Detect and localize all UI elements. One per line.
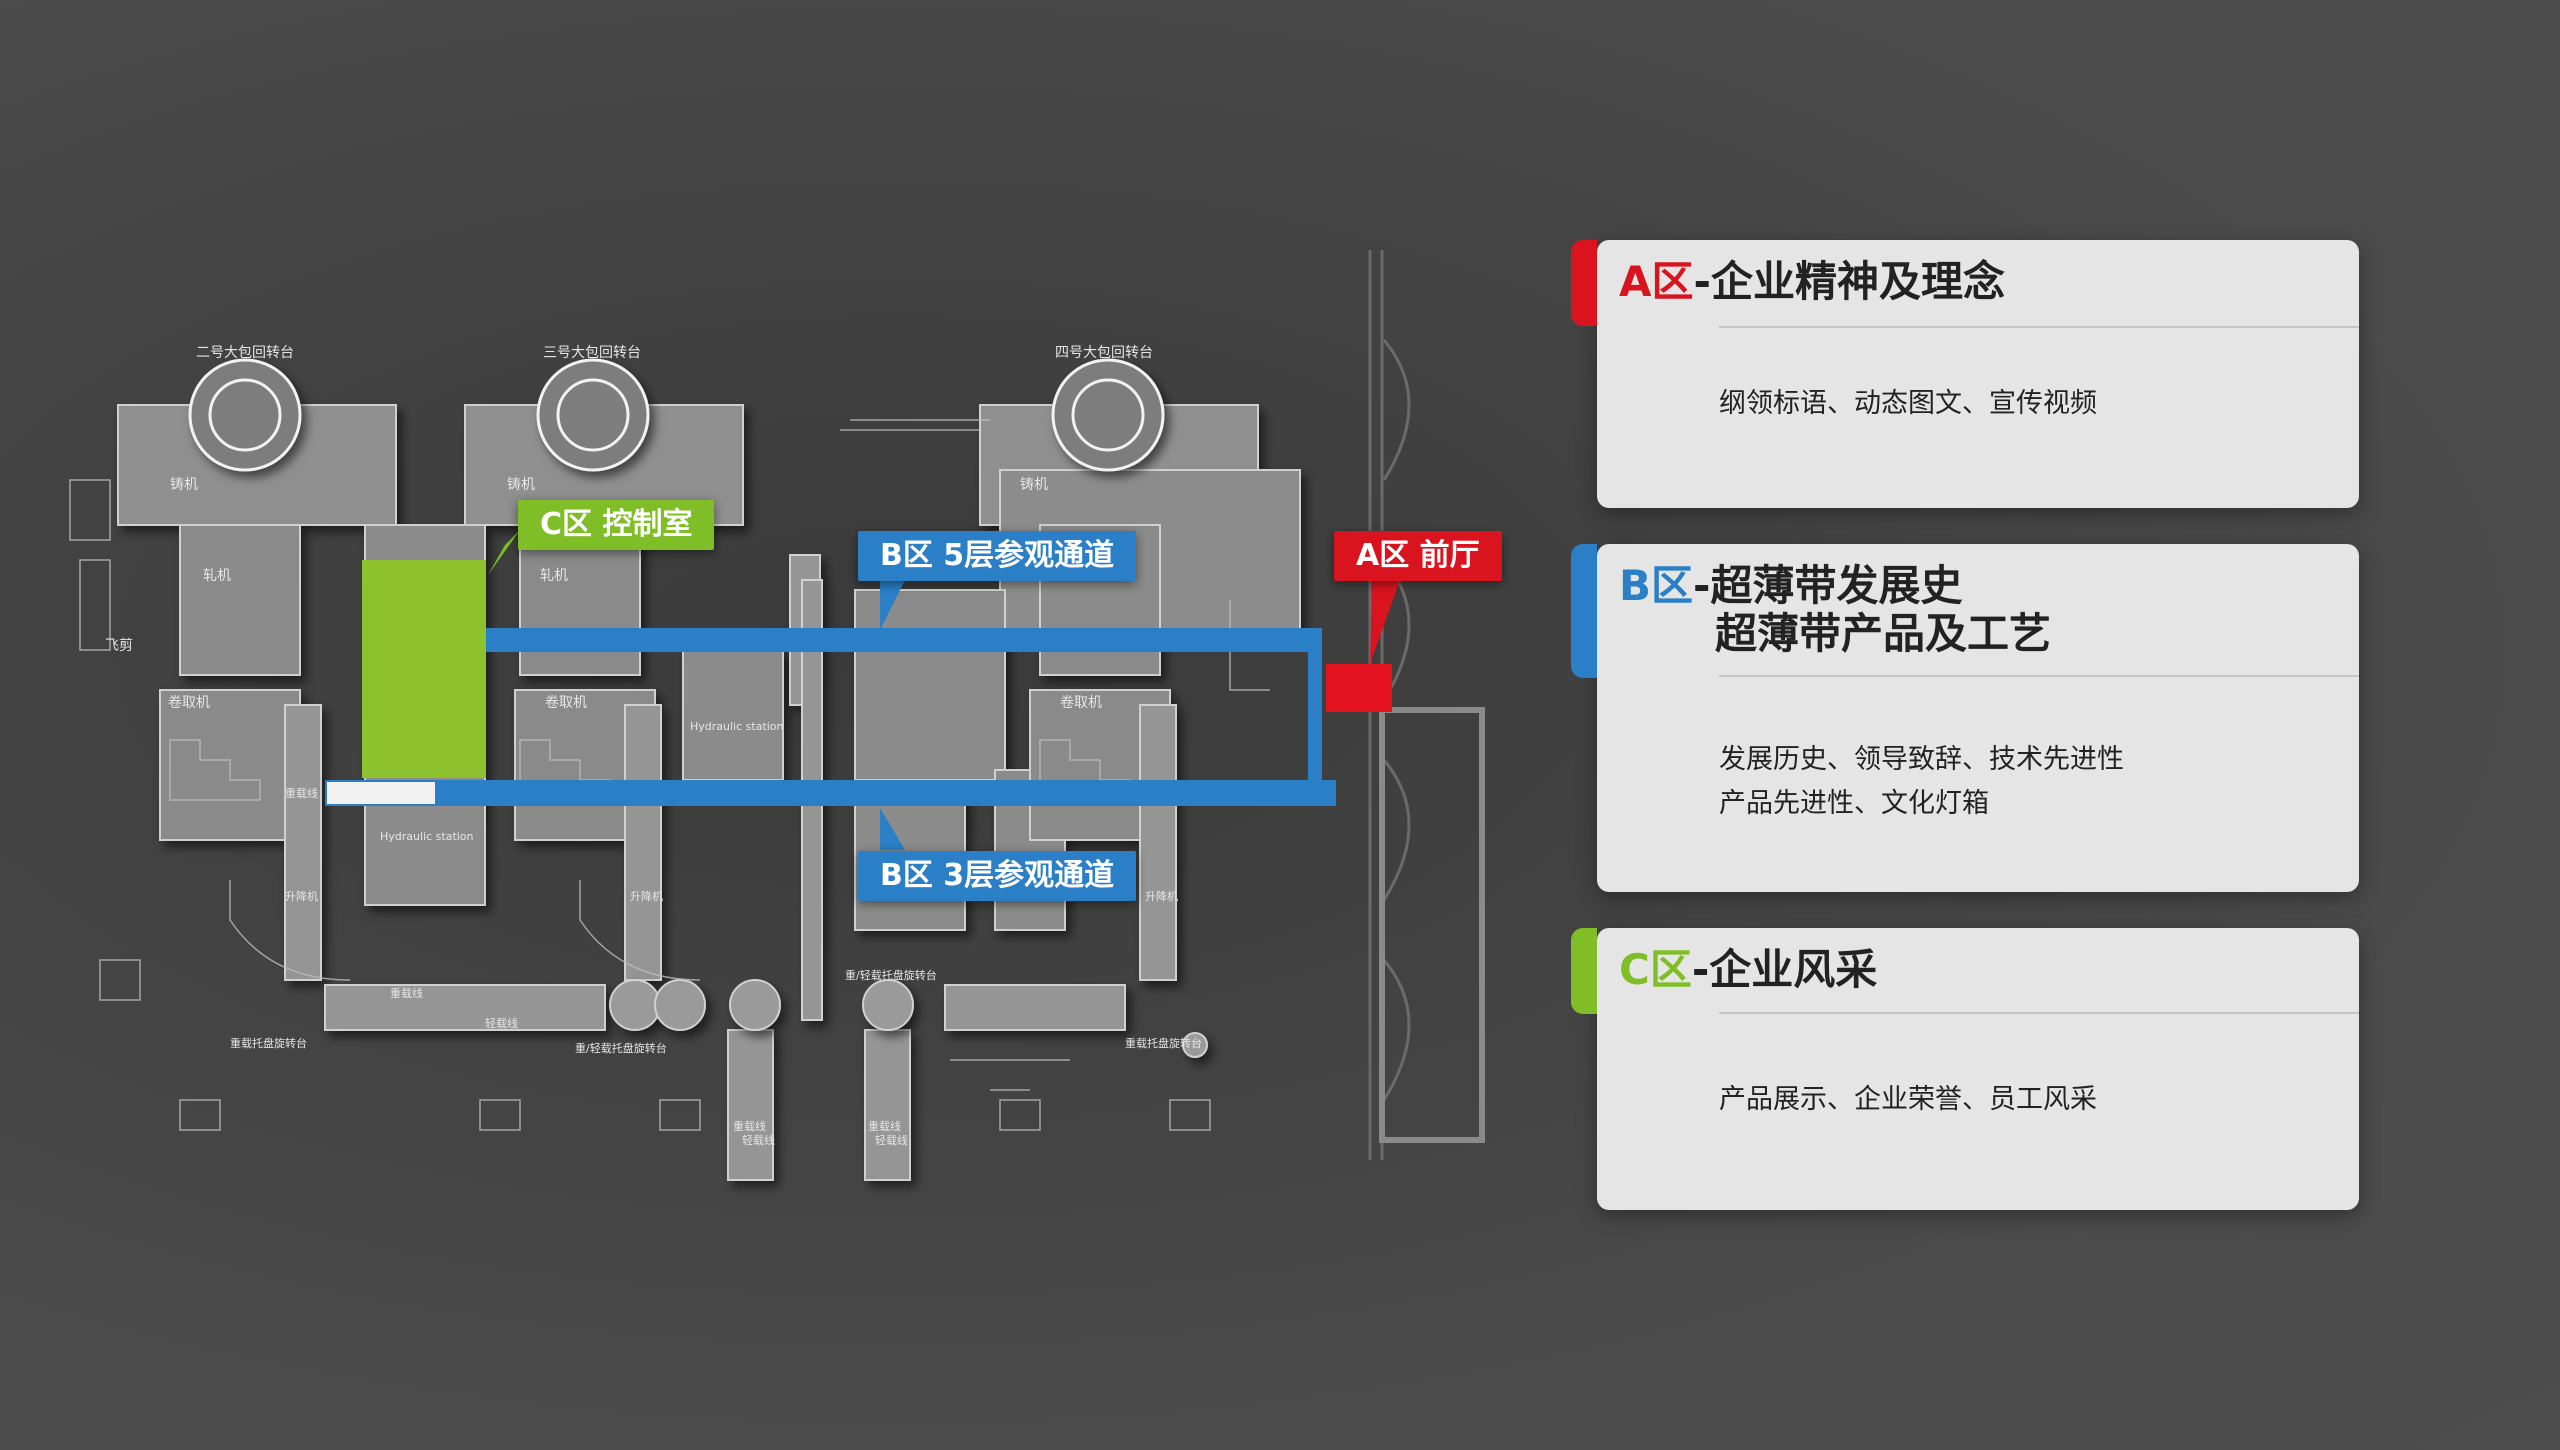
lift-label-2: 升降机 — [285, 890, 318, 903]
zone-b-card: B区-超薄带发展史 超薄带产品及工艺 发展历史、领导致辞、技术先进性 产品先进性… — [1571, 544, 2359, 892]
zone-b-body-line-1: 发展历史、领导致辞、技术先进性 — [1719, 744, 2124, 775]
coiler-label-2: 卷取机 — [168, 695, 210, 711]
light-line-label-3: 轻载线 — [875, 1134, 908, 1147]
zone-c-callout: C区 控制室 — [518, 500, 715, 550]
coiler-label-4: 卷取机 — [1060, 695, 1102, 711]
zone-b-body: 发展历史、领导致辞、技术先进性 产品先进性、文化灯箱 — [1719, 738, 2124, 826]
hydraulic-label-1: Hydraulic station — [690, 720, 784, 733]
zone-a-letter: A区 — [1619, 257, 1694, 306]
light-line-label: 轻载线 — [485, 1017, 518, 1030]
mill-label-2: 轧机 — [203, 568, 231, 584]
zone-a-body: 纲领标语、动态图文、宣传视频 — [1719, 388, 2097, 419]
zone-c-pointer — [488, 530, 520, 575]
heavy-tray-label-2: 重载托盘旋转台 — [1125, 1037, 1202, 1050]
heavy-tray-label-1: 重载托盘旋转台 — [230, 1037, 307, 1050]
zone-b5-callout: B区 5层参观通道 — [858, 531, 1137, 581]
zone-b-heading: B区-超薄带发展史 超薄带产品及工艺 — [1619, 562, 2051, 658]
shear-label: 飞剪 — [105, 638, 133, 654]
tray-turntables — [609, 979, 1208, 1058]
zone-b5-pointer — [880, 580, 905, 630]
zone-b-accent — [1571, 544, 1597, 678]
caster-label-3: 铸机 — [507, 477, 535, 493]
zone-b-3f-corridor-start — [327, 782, 435, 804]
lift-label-3: 升降机 — [630, 890, 663, 903]
caster-label-2: 铸机 — [170, 477, 198, 493]
light-line-label-2: 轻载线 — [742, 1134, 775, 1147]
zone-b-body-line-2: 产品先进性、文化灯箱 — [1719, 788, 1989, 819]
zone-b-title-2: 超薄带产品及工艺 — [1715, 609, 2052, 658]
zone-a-title: -企业精神及理念 — [1693, 257, 2005, 306]
zone-b-5f-corridor — [486, 628, 1322, 652]
zone-a-pointer — [1370, 580, 1400, 664]
zone-b-divider — [1719, 675, 2359, 677]
zone-c-control-room — [362, 560, 486, 778]
zone-b-letter: B区 — [1619, 561, 1694, 610]
zone-a-lobby — [1326, 664, 1392, 712]
zone-a-card: A区-企业精神及理念 纲领标语、动态图文、宣传视频 — [1571, 240, 2359, 508]
zone-b-title-1: -超薄带发展史 — [1693, 561, 1963, 610]
zone-c-title: -企业风采 — [1691, 945, 1878, 994]
zone-c-body: 产品展示、企业荣誉、员工风采 — [1719, 1084, 2097, 1115]
turret-label-2: 二号大包回转台 — [196, 345, 294, 361]
zone-b-5f-corridor-drop — [1308, 652, 1322, 780]
zone-c-divider — [1719, 1012, 2359, 1014]
mill-label-3: 轧机 — [540, 568, 568, 584]
heavy-line-label-1: 重载线 — [285, 787, 318, 800]
mixed-tray-label-2: 重/轻载托盘旋转台 — [845, 969, 937, 982]
zone-a-accent — [1571, 240, 1597, 326]
zone-c-card: C区-企业风采 产品展示、企业荣誉、员工风采 — [1571, 928, 2359, 1210]
zone-b3-callout: B区 3层参观通道 — [858, 851, 1137, 901]
zone-b3-pointer — [880, 808, 905, 850]
turret-label-3: 三号大包回转台 — [543, 345, 641, 361]
mixed-tray-label-1: 重/轻载托盘旋转台 — [575, 1042, 667, 1055]
hydraulic-label-2: Hydraulic station — [380, 830, 474, 843]
lift-label-4: 升降机 — [1145, 890, 1178, 903]
heavy-line-label-4: 重载线 — [868, 1120, 901, 1133]
zone-c-letter: C区 — [1619, 945, 1692, 994]
zone-a-heading: A区-企业精神及理念 — [1619, 258, 2005, 306]
zone-a-divider — [1719, 326, 2359, 328]
zone-c-accent — [1571, 928, 1597, 1014]
zone-c-heading: C区-企业风采 — [1619, 946, 1877, 994]
heavy-line-label-2: 重载线 — [390, 987, 423, 1000]
caster-label-4: 铸机 — [1020, 477, 1048, 493]
heavy-line-label-3: 重载线 — [733, 1120, 766, 1133]
turret-label-4: 四号大包回转台 — [1055, 345, 1153, 361]
coiler-label-3: 卷取机 — [545, 695, 587, 711]
zone-a-callout: A区 前厅 — [1334, 531, 1502, 581]
zone-b-3f-corridor — [325, 780, 1336, 806]
ladle-turrets — [188, 358, 1165, 472]
